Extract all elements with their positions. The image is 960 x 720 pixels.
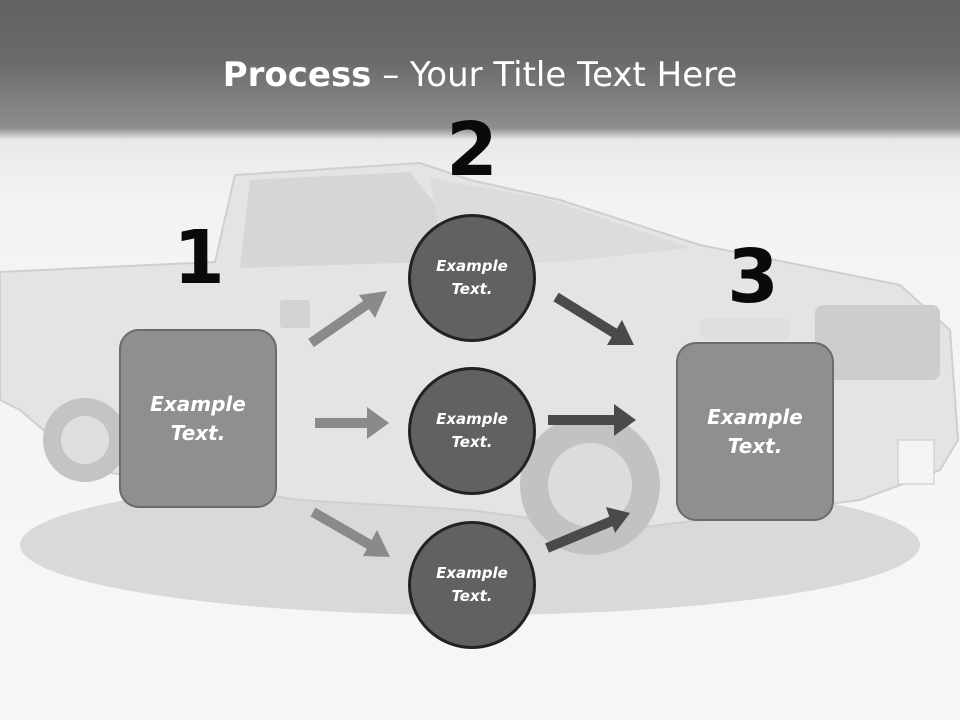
slide-title: Process – Your Title Text Here (0, 52, 960, 98)
step-1-number: 1 (173, 215, 225, 301)
step-2-top-text: Example Text. (436, 257, 508, 298)
step-2-circle-bottom: Example Text. (408, 521, 536, 649)
step-2-bottom-text: Example Text. (436, 564, 508, 605)
step-3-box: Example Text. (676, 342, 834, 521)
step-2-circle-middle: Example Text. (408, 367, 536, 495)
title-bold: Process (222, 55, 372, 95)
arrow-1-to-2-bottom (310, 507, 390, 557)
arrow-1-to-2-top (308, 291, 387, 348)
arrow-2-middle-to-3 (548, 404, 636, 436)
step-2-middle-text: Example Text. (436, 410, 508, 451)
step-2-circle-top: Example Text. (408, 214, 536, 342)
step-3-text: Example Text. (707, 404, 803, 458)
arrow-2-bottom-to-3 (545, 507, 630, 553)
step-1-box: Example Text. (119, 329, 277, 508)
step-2-number: 2 (446, 107, 498, 193)
title-rest: – Your Title Text Here (371, 55, 738, 95)
arrow-2-top-to-3 (553, 292, 634, 345)
step-3-number: 3 (727, 234, 779, 320)
step-1-text: Example Text. (150, 391, 246, 445)
arrow-1-to-2-middle (315, 407, 389, 439)
